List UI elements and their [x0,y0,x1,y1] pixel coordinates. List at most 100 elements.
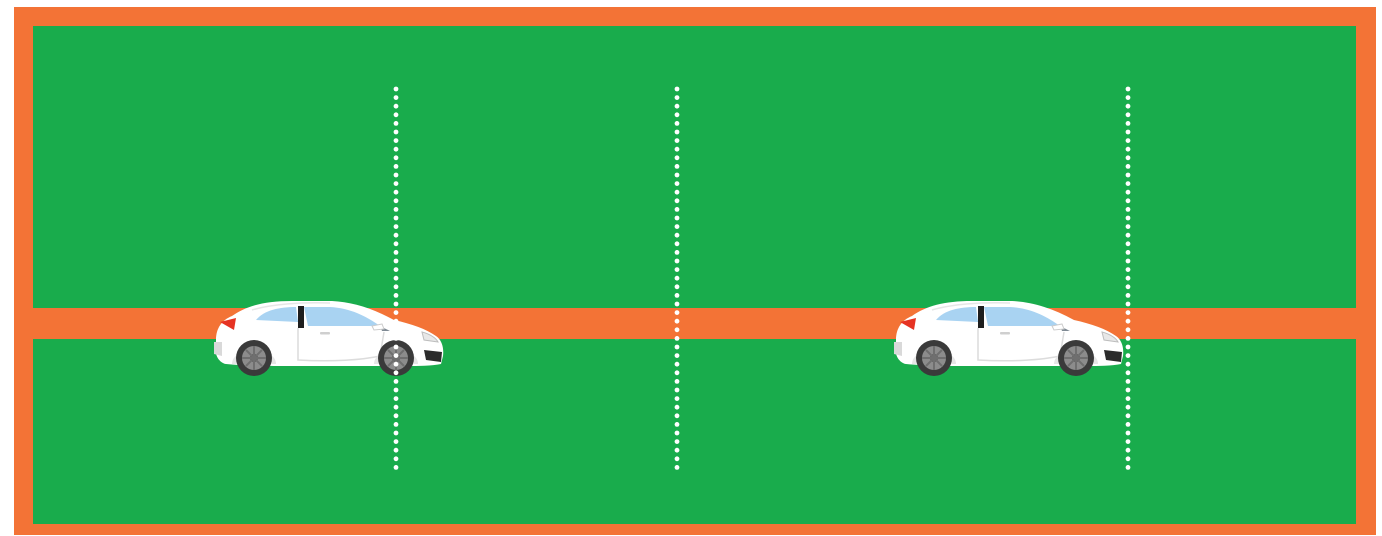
marker-dot [1126,121,1131,126]
marker-dot [394,465,399,470]
marker-dot [675,370,680,375]
marker-dot [1126,216,1131,221]
marker-dot [394,164,399,169]
marker-dot [1126,155,1131,160]
marker-dot [394,207,399,212]
marker-dot [1126,302,1131,307]
marker-dot [675,379,680,384]
marker-dot [1126,284,1131,289]
marker-dot [394,276,399,281]
marker-dot [675,198,680,203]
marker-dot [1126,207,1131,212]
marker-dot [1126,164,1131,169]
marker-dot [394,147,399,152]
marker-dot [394,362,399,367]
marker-dot [675,259,680,264]
marker-dot [675,95,680,100]
marker-dot [1126,345,1131,350]
marker-dot [394,388,399,393]
marker-dot [1126,431,1131,436]
marker-dot [394,190,399,195]
marker-dot [394,112,399,117]
marker-dot [1126,413,1131,418]
marker-dot [675,224,680,229]
marker-dot [394,130,399,135]
marker-dot [675,431,680,436]
marker-dot [675,121,680,126]
marker-dot [675,302,680,307]
marker-dot [675,207,680,212]
marker-dot [394,138,399,143]
marker-dot [675,190,680,195]
marker-dot [1126,241,1131,246]
marker-dot [394,302,399,307]
marker-dot [394,198,399,203]
marker-dot [1126,181,1131,186]
marker-dot [1126,198,1131,203]
marker-dot [1126,233,1131,238]
marker-dot [394,104,399,109]
marker-dot [394,396,399,401]
marker-dot [675,448,680,453]
marker-dot [1126,190,1131,195]
marker-dot [394,310,399,315]
marker-dot [675,104,680,109]
marker-dot [394,241,399,246]
marker-dot [1126,250,1131,255]
marker-dot [1126,276,1131,281]
marker-dot [394,370,399,375]
marker-dot [675,250,680,255]
marker-dot [394,422,399,427]
marker-dot [1126,112,1131,117]
marker-dot [394,259,399,264]
marker-dot [675,147,680,152]
marker-dot [394,216,399,221]
marker-dot [1126,379,1131,384]
marker-dot [394,121,399,126]
marker-dot [1126,147,1131,152]
marker-dot [675,405,680,410]
marker-dot [675,233,680,238]
marker-dot [394,181,399,186]
marker-dot [1126,422,1131,427]
marker-dot [675,293,680,298]
marker-dot [394,284,399,289]
marker-dot [675,422,680,427]
marker-dot [394,250,399,255]
marker-dot [394,95,399,100]
marker-dot [394,405,399,410]
marker-dot [675,388,680,393]
marker-dot [675,216,680,221]
marker-dot [394,293,399,298]
marker-dot [1126,336,1131,341]
marker-dot [394,413,399,418]
marker-dot [1126,370,1131,375]
marker-dot [394,379,399,384]
marker-dot [394,155,399,160]
marker-dot [394,353,399,358]
marker-dot [675,345,680,350]
marker-dot [675,267,680,272]
marker-dot [1126,465,1131,470]
marker-dot [675,327,680,332]
marker-dot [675,284,680,289]
marker-dot [675,439,680,444]
marker-dot [675,241,680,246]
marker-dot [1126,362,1131,367]
marker-dot [1126,293,1131,298]
marker-dot [675,155,680,160]
marker-dot [1126,448,1131,453]
marker-dot [675,456,680,461]
marker-dot [675,181,680,186]
marker-dot [1126,353,1131,358]
marker-dot [1126,396,1131,401]
marker-dot [1126,319,1131,324]
marker-dot [675,130,680,135]
marker-dot [675,362,680,367]
marker-dot [675,319,680,324]
marker-dot [394,267,399,272]
marker-dot [675,138,680,143]
marker-dot [1126,405,1131,410]
marker-dot [675,465,680,470]
marker-dot [1126,87,1131,92]
